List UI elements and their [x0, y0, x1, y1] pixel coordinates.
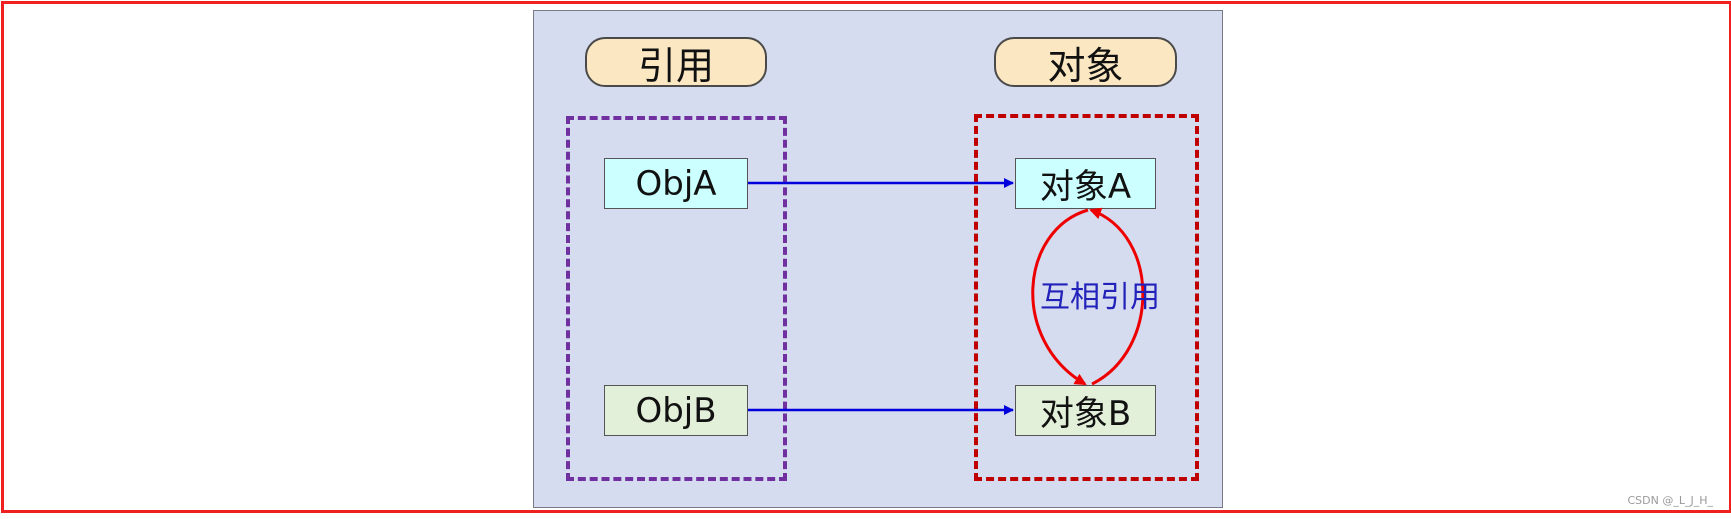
obj-b-node: ObjB: [604, 385, 748, 436]
object-b-node: 对象B: [1015, 385, 1156, 436]
mutual-reference-label: 互相引用: [1040, 280, 1160, 315]
watermark-text: CSDN @_L_J_H_: [1627, 494, 1713, 507]
obj-a-node: ObjA: [604, 158, 748, 209]
object-a-node: 对象A: [1015, 158, 1156, 209]
reference-group-box: [566, 116, 787, 481]
reference-header: 引用: [585, 37, 767, 88]
obj-a-label: ObjA: [635, 163, 717, 204]
object-header: 对象: [994, 37, 1177, 88]
object-a-label: 对象A: [1039, 167, 1132, 207]
object-header-label: 对象: [1047, 43, 1124, 88]
object-b-label: 对象B: [1039, 394, 1132, 434]
reference-header-label: 引用: [637, 43, 714, 88]
object-group-box: [974, 114, 1199, 481]
obj-b-label: ObjB: [635, 390, 717, 431]
